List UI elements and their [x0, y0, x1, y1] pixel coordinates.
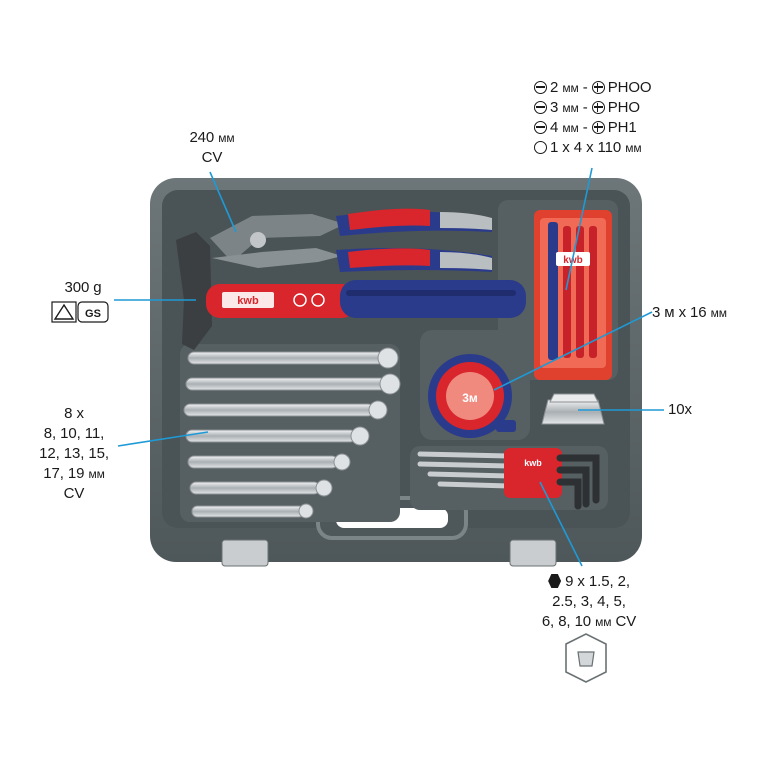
pointer-wrenches	[117, 431, 209, 447]
tape-measure-label: 3 м x 16 мм	[652, 304, 727, 321]
tape-measure: 3м	[428, 354, 516, 438]
pliers	[210, 208, 492, 272]
screwdriver-set: kwb	[534, 210, 612, 380]
hexkey-brand: kwb	[524, 458, 542, 468]
hammer-weight-label: 300 g	[64, 279, 102, 296]
latch-right	[509, 539, 557, 567]
phillips-symbol-icon	[591, 101, 605, 114]
pointer-pliers	[209, 171, 237, 233]
pointer-tape	[493, 311, 653, 391]
blades-label: 10x	[668, 401, 692, 418]
phillips-symbol-icon	[591, 121, 605, 134]
slotted-symbol-icon	[534, 81, 547, 94]
pliers-label: 240 мм CV	[189, 129, 235, 166]
spec-row-3: 4 мм - PH1	[534, 118, 651, 138]
hammer: kwb	[176, 232, 526, 350]
hex-symbol-icon	[548, 574, 562, 588]
hex-socket-icon	[565, 633, 607, 683]
hex-keys-label: 9 x 1.5, 2, 2.5, 3, 4, 5, 6, 8, 10 мм CV	[541, 573, 637, 630]
wrenches-label: 8 x 8, 10, 11, 12, 13, 15, 17, 19 мм CV	[39, 405, 109, 502]
triangle-cert-icon	[51, 301, 77, 323]
tape-face: 3м	[462, 391, 478, 405]
spec-row-2: 3 мм - PHO	[534, 98, 651, 118]
spec-row-4: 1 x 4 x 110 мм	[534, 138, 651, 158]
wrench	[187, 351, 385, 365]
utility-blades	[541, 393, 605, 425]
pointer-lines	[114, 167, 664, 567]
wrench	[187, 455, 339, 469]
circle-symbol-icon	[534, 141, 547, 154]
phillips-symbol-icon	[591, 81, 605, 94]
screwdriver-specs: 2 мм - PHOO 3 мм - PHO 4 мм - PH1 1 x 4 …	[534, 78, 652, 158]
gs-cert-icon: GS	[77, 301, 109, 323]
wrench	[183, 403, 375, 417]
spec-row-1: 2 мм - PHOO	[534, 78, 652, 98]
pointer-screwdrivers	[565, 167, 593, 291]
wrench	[185, 377, 387, 391]
latch-left	[221, 539, 269, 567]
hammer-brand: kwb	[237, 295, 259, 307]
slotted-symbol-icon	[534, 121, 547, 134]
wrench	[191, 505, 305, 518]
hex-key-set: kwb	[417, 448, 600, 510]
wrench-set	[183, 347, 401, 519]
wrench	[189, 481, 321, 495]
wrench	[185, 429, 357, 443]
slotted-symbol-icon	[534, 101, 547, 114]
pointer-hexkeys	[539, 481, 583, 567]
svg-text:GS: GS	[85, 308, 101, 320]
